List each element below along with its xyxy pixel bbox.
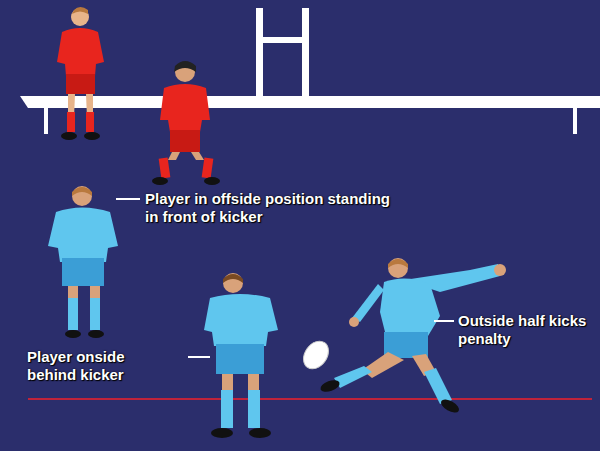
red-player bbox=[152, 61, 220, 185]
leader-line bbox=[188, 356, 210, 358]
callout-label: Player in offside position standing in f… bbox=[145, 190, 395, 226]
rugby-ball bbox=[298, 336, 333, 373]
leader-line bbox=[434, 320, 454, 322]
blue-player-offside bbox=[48, 186, 118, 338]
callout-label: Outside half kicks penalty bbox=[458, 312, 588, 348]
goal-posts bbox=[20, 8, 600, 134]
blue-player-onside bbox=[204, 273, 278, 438]
red-player bbox=[57, 7, 104, 140]
leader-line bbox=[116, 198, 140, 200]
penalty-line bbox=[28, 398, 592, 400]
callout-label: Player onside behind kicker bbox=[27, 348, 177, 384]
